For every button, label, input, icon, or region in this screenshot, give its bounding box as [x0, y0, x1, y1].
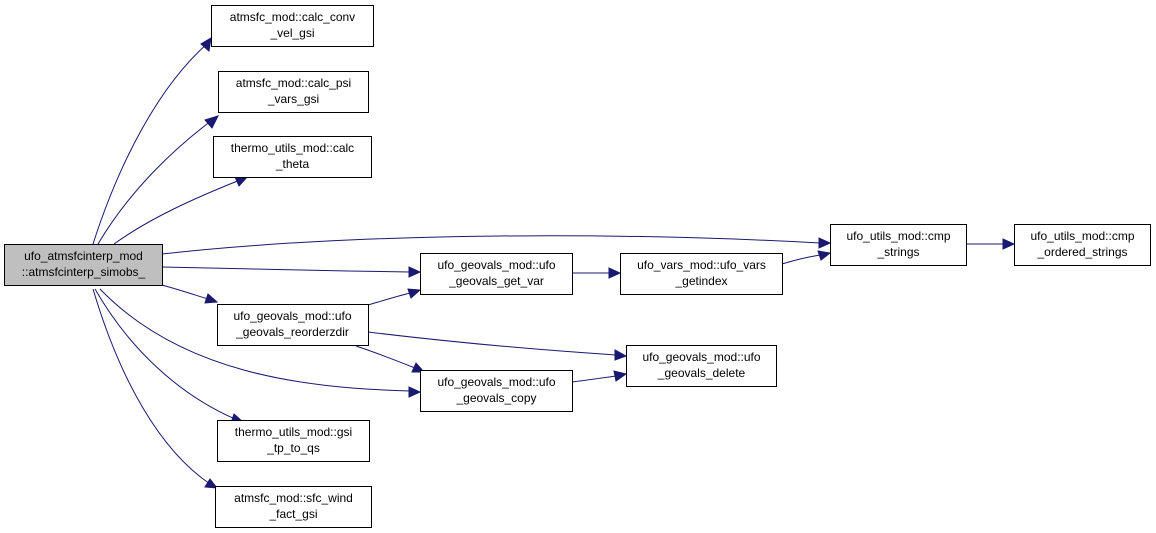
node-label-line1: ufo_geovals_mod::ufo — [437, 375, 555, 389]
edge-root-to-calc-conv-vel-gsi — [92, 37, 212, 245]
node-label-line1: atmsfc_mod::calc_psi — [236, 76, 351, 90]
node-label-line2: _getindex — [674, 274, 727, 288]
edge-vars-getindex-to-cmp-strings — [781, 250, 832, 265]
node-calc-theta[interactable]: thermo_utils_mod::calc _theta — [213, 136, 372, 178]
node-label-line2: _fact_gsi — [268, 507, 317, 521]
node-label-line2: _geovals_delete — [657, 366, 746, 380]
edge-reorderzdir-to-geovals-copy — [355, 345, 426, 373]
node-cmp-strings[interactable]: ufo_utils_mod::cmp _strings — [830, 224, 967, 266]
node-label-line2: _ordered_strings — [1036, 245, 1127, 259]
node-label-line1: ufo_geovals_mod::ufo — [642, 350, 760, 364]
node-label-line1: thermo_utils_mod::calc — [231, 141, 354, 155]
node-label-line2: _geovals_reorderzdir — [235, 325, 349, 339]
node-label-line1: atmsfc_mod::sfc_wind — [234, 491, 353, 505]
edge-root-to-sfc-wind-fact-gsi — [92, 288, 219, 489]
node-label-line2: _vel_gsi — [269, 26, 314, 40]
node-label-line1: ufo_utils_mod::cmp — [846, 229, 950, 243]
node-label-line2: _strings — [876, 245, 919, 259]
node-calc-psi-vars-gsi[interactable]: atmsfc_mod::calc_psi _vars_gsi — [218, 71, 369, 113]
edge-reorderzdir-to-geovals-get-var — [367, 288, 422, 306]
node-sfc-wind-fact-gsi[interactable]: atmsfc_mod::sfc_wind _fact_gsi — [215, 486, 372, 528]
node-geovals-delete[interactable]: ufo_geovals_mod::ufo _geovals_delete — [626, 345, 777, 387]
edge-reorderzdir-to-geovals-delete — [367, 331, 628, 361]
node-label-line1: ufo_atmsfcinterp_mod — [24, 249, 143, 263]
node-label-line2: _geovals_get_var — [448, 274, 544, 288]
node-gsi-tp-to-qs[interactable]: thermo_utils_mod::gsi _tp_to_qs — [217, 420, 370, 462]
edge-root-to-geovals-copy — [99, 288, 422, 398]
node-label-line1: ufo_utils_mod::cmp — [1030, 229, 1134, 243]
edge-cmp-strings-to-cmp-ordered-strings — [967, 238, 1016, 250]
node-label-line1: ufo_geovals_mod::ufo — [437, 258, 555, 272]
node-label-line2: _geovals_copy — [455, 391, 536, 405]
edge-root-to-cmp-strings — [161, 235, 832, 255]
node-vars-getindex[interactable]: ufo_vars_mod::ufo_vars _getindex — [620, 253, 783, 295]
node-label-line1: atmsfc_mod::calc_conv — [230, 10, 355, 24]
edge-root-to-calc-psi-vars-gsi — [97, 115, 219, 245]
node-label-line2: _vars_gsi — [267, 92, 319, 106]
node-geovals-copy[interactable]: ufo_geovals_mod::ufo _geovals_copy — [420, 370, 573, 412]
edge-root-to-calc-theta — [113, 175, 250, 245]
node-cmp-ordered-strings[interactable]: ufo_utils_mod::cmp _ordered_strings — [1014, 224, 1151, 266]
node-label-line2: ::atmsfcinterp_simobs_ — [22, 265, 146, 279]
node-label-line2: _theta — [275, 157, 310, 171]
node-geovals-reorderzdir[interactable]: ufo_geovals_mod::ufo _geovals_reorderzdi… — [217, 304, 369, 346]
node-root-atmsfcinterp-simobs[interactable]: ufo_atmsfcinterp_mod ::atmsfcinterp_simo… — [4, 244, 163, 286]
node-geovals-get-var[interactable]: ufo_geovals_mod::ufo _geovals_get_var — [420, 253, 573, 295]
edge-root-to-geovals-reorderzdir — [161, 284, 219, 304]
node-calc-conv-vel-gsi[interactable]: atmsfc_mod::calc_conv _vel_gsi — [211, 5, 374, 47]
edge-root-to-geovals-get-var — [161, 266, 422, 278]
edge-geovals-get-var-to-vars-getindex — [572, 267, 622, 279]
node-label-line1: ufo_geovals_mod::ufo — [233, 309, 351, 323]
edge-geovals-copy-to-geovals-delete — [571, 370, 628, 383]
node-label-line2: _tp_to_qs — [266, 441, 320, 455]
node-label-line1: thermo_utils_mod::gsi — [235, 425, 352, 439]
node-label-line1: ufo_vars_mod::ufo_vars — [637, 258, 766, 272]
